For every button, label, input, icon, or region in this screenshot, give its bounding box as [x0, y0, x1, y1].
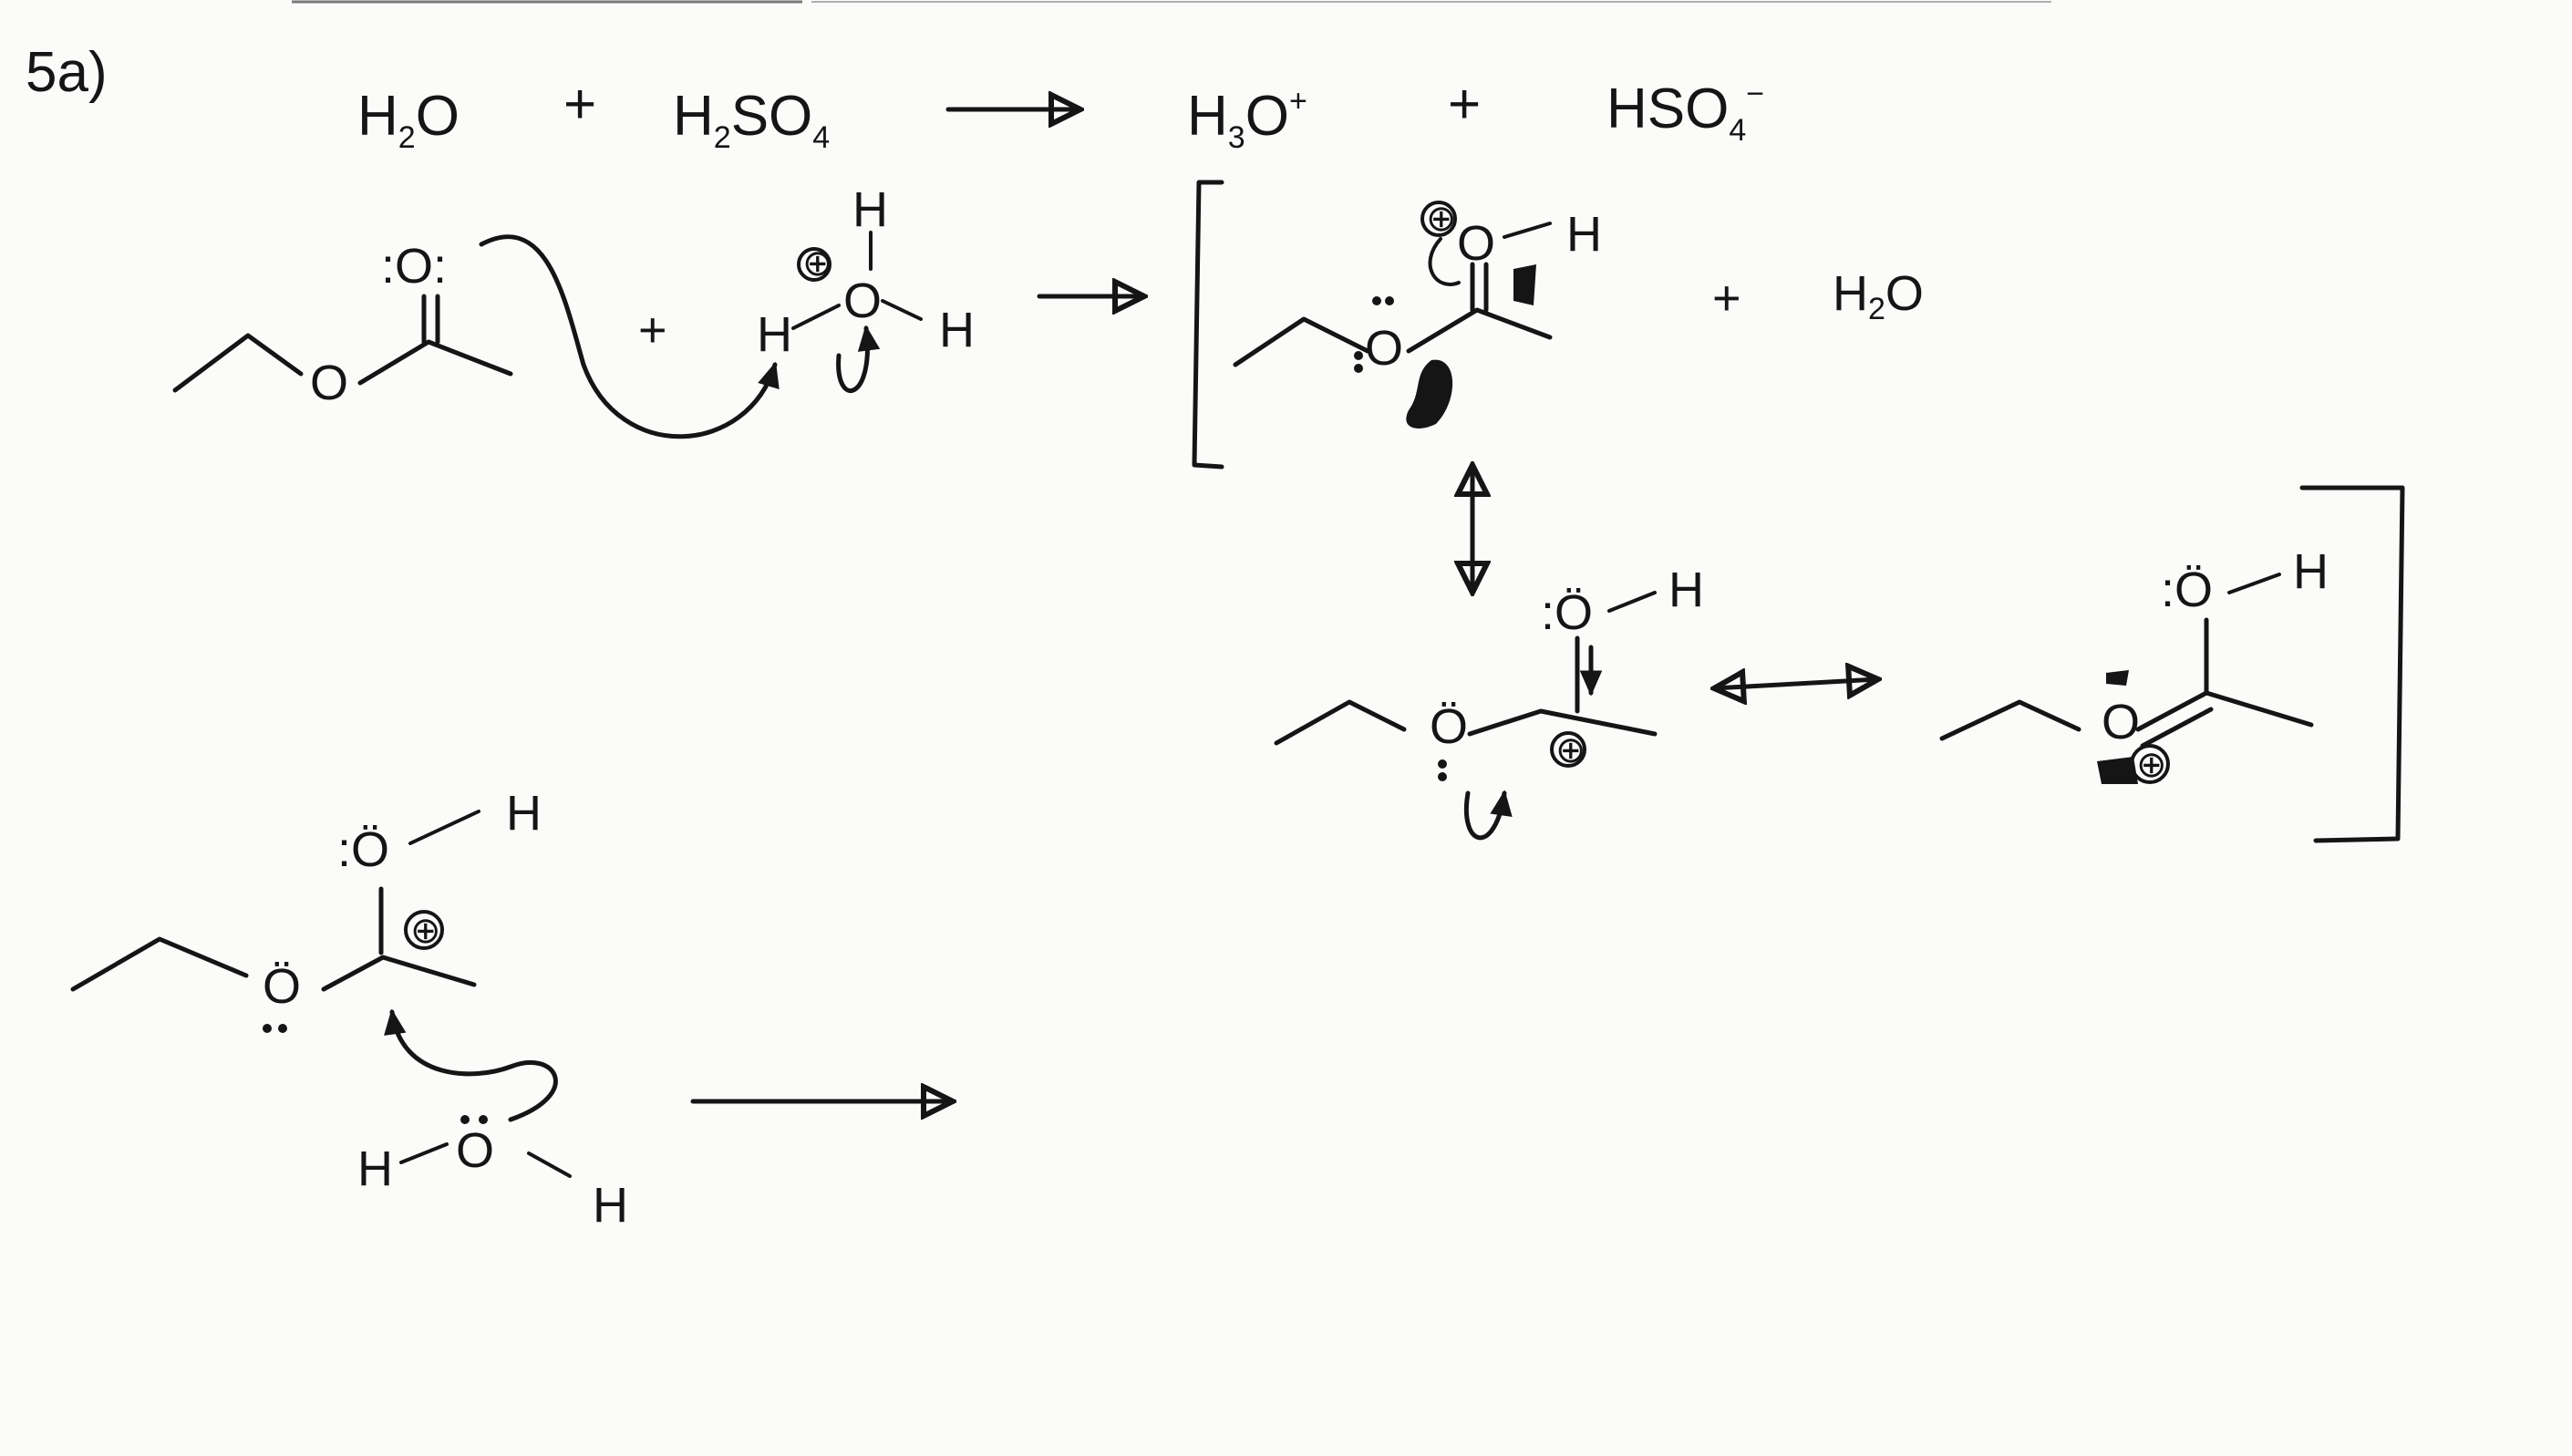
- hydronium-ion: H O H H ⊕: [757, 182, 975, 393]
- curved-arrow-ether-lone-pair: [1464, 790, 1513, 841]
- oc-double-bond-2: [2140, 707, 2214, 749]
- hydronium-charge: ⊕: [802, 243, 833, 284]
- hydroxyl-h: H: [506, 786, 542, 841]
- equation-plus: +: [563, 73, 596, 136]
- central-carbon-bonds: [321, 955, 477, 992]
- carbocation-charge-circle: [1550, 731, 1586, 768]
- oxonium-charge-circle: [1420, 201, 1457, 237]
- problem-label: 5a): [26, 41, 108, 104]
- water-oxygen: O: [456, 1123, 494, 1178]
- hydronium-h-left: H: [757, 307, 792, 362]
- carbonyl-oxygen: O: [1457, 216, 1495, 271]
- carbonyl-skeleton: [357, 339, 513, 386]
- hydroxyl-h: H: [1566, 207, 1602, 262]
- lone-pair-dot: [263, 1024, 272, 1033]
- ether-oxygen: O: [2102, 695, 2140, 749]
- lone-pair-dot: [1354, 351, 1363, 360]
- carbocation-charge: ⊕: [1555, 730, 1586, 770]
- lone-pair-dot: [479, 1115, 488, 1124]
- lone-pair-dot: [1385, 296, 1394, 305]
- scribble-mark: [1406, 359, 1453, 429]
- oh-bond: [2227, 573, 2281, 594]
- central-carbon-bonds: [1467, 708, 1658, 737]
- hydronium-h-right: H: [939, 303, 975, 357]
- hydronium-bond-right: [881, 299, 923, 321]
- hydroxyl-oxygen: :Ö: [337, 822, 389, 877]
- water-h-right: H: [593, 1178, 628, 1233]
- step1-plus-water: +: [1712, 271, 1741, 325]
- curved-arrow-protonation: [479, 234, 780, 439]
- lone-pair-dot: [460, 1115, 470, 1124]
- ether-oxygen: O: [1365, 321, 1403, 376]
- lone-pair-dot: [278, 1024, 287, 1033]
- hydroxyl-h: H: [2293, 544, 2329, 599]
- carbocation-charge-circle: [404, 910, 444, 950]
- oc-double-bond-1: [2135, 690, 2209, 732]
- ethyl-bonds: [70, 936, 249, 992]
- lone-pair-dot: [1438, 772, 1447, 781]
- curved-arrow-bond-break: [836, 325, 881, 393]
- curved-arrow-water-attack: [384, 1008, 558, 1122]
- lone-pair-dot: [1438, 759, 1447, 769]
- ethyl-bonds: [1233, 316, 1370, 367]
- byproduct-water: H2O: [1833, 266, 1924, 326]
- ethyl-bonds: [1939, 699, 2081, 741]
- step2-carbocation: :Ö H Ö ⊕: [70, 786, 542, 1033]
- hydronium-h-top: H: [852, 182, 888, 237]
- oxonium-charge: ⊕: [2136, 745, 2167, 785]
- equation-product1: H3O+: [1187, 84, 1307, 155]
- hydroxyl-h: H: [1668, 563, 1704, 617]
- water-bond-right: [527, 1151, 572, 1178]
- ether-oxygen: Ö: [1430, 699, 1468, 754]
- ethyl-bonds: [172, 333, 304, 393]
- resonance-structure-3: :Ö H O ⊕: [1939, 544, 2329, 785]
- water-h-left: H: [357, 1141, 393, 1196]
- scribble-mark: [1513, 264, 1536, 305]
- hydroxyl-oxygen: :Ö: [2161, 563, 2213, 617]
- hydronium-charge-circle: [797, 247, 832, 282]
- overall-equation: H2O + H2SO4 H3O+ + HSO4−: [357, 73, 1764, 155]
- scribble-mark: [2097, 757, 2138, 784]
- resonance-arrow-hint: [1428, 237, 1461, 286]
- hydroxyl-oxygen: :Ö: [1541, 585, 1593, 640]
- attacking-water: H O H: [357, 1115, 628, 1233]
- equation-reactant2: H2SO4: [673, 85, 830, 155]
- carbocation-charge: ⊕: [410, 911, 441, 951]
- lone-pair-dot: [1354, 364, 1363, 373]
- hydronium-bond-left: [791, 304, 841, 330]
- equation-reactant1: H2O: [357, 85, 460, 155]
- resonance-arrow-horizontal: [1714, 679, 1878, 688]
- ethyl-bonds: [1274, 699, 1407, 746]
- step1-plus: +: [638, 303, 667, 357]
- oh-bond: [408, 810, 480, 845]
- ether-oxygen: O: [310, 356, 348, 410]
- scribble-mark: [2106, 670, 2129, 686]
- ethyl-ester: O :O:: [172, 239, 513, 410]
- water-bond-left: [399, 1142, 449, 1164]
- equation-plus: +: [1448, 73, 1481, 136]
- oxonium-charge: ⊕: [1426, 199, 1457, 239]
- ether-oxygen: Ö: [263, 959, 301, 1014]
- carbonyl-skeleton: [1406, 307, 1553, 354]
- resonance-bracket-right: [2299, 485, 2405, 843]
- hydronium-oxygen: O: [843, 274, 882, 328]
- methyl-bond: [2204, 690, 2314, 728]
- carbonyl-oxygen: :O:: [381, 239, 447, 294]
- oh-bond: [1503, 222, 1552, 239]
- protonated-ester-resonance-1: O O H ⊕: [1233, 199, 1602, 429]
- resonance-bracket-left: [1192, 180, 1224, 470]
- oh-bond: [1607, 591, 1657, 613]
- lone-pair-dot: [1372, 296, 1381, 305]
- equation-product2: HSO4−: [1606, 77, 1764, 148]
- resonance-structure-2: :Ö H Ö ⊕: [1274, 563, 1704, 841]
